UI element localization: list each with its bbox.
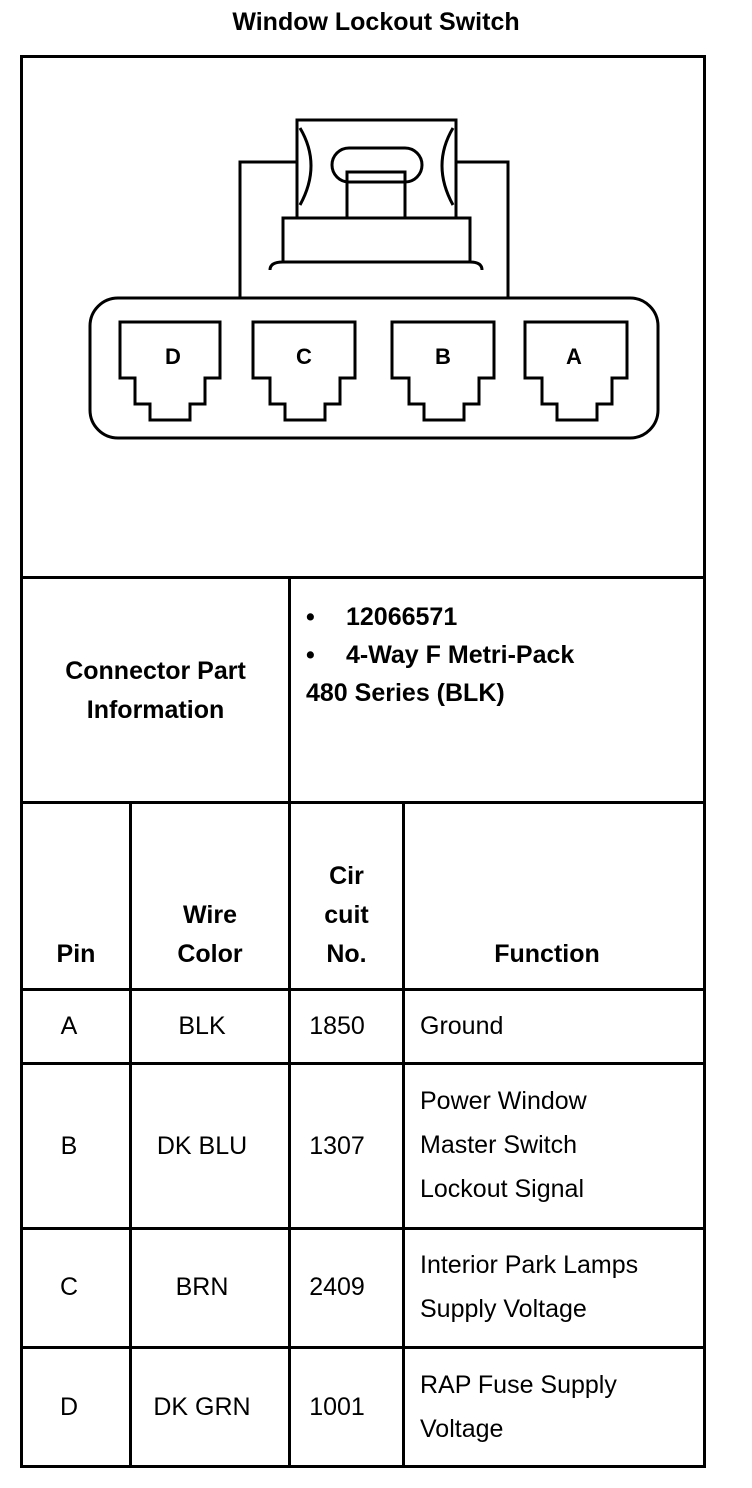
row-b-function: Power Window Master Switch Lockout Signa… <box>420 1087 587 1203</box>
row-d-pin: D <box>59 1393 79 1421</box>
header-wire-color: Wire Color <box>177 901 243 968</box>
cavity-label-a: A <box>566 344 582 369</box>
row-c-circuit: 2409 <box>309 1273 365 1301</box>
header-circuit-no: Cir cuit No. <box>324 862 369 968</box>
part-series-line: 480 Series (BLK) <box>306 679 505 707</box>
divider-part-info-col <box>288 576 291 804</box>
cavity-label-b: B <box>435 344 451 369</box>
part-info-list: •12066571 •4-Way F Metri-Pack 480 Series… <box>306 598 696 712</box>
header-function: Function <box>494 940 600 968</box>
row-d-function: RAP Fuse Supply Voltage <box>420 1371 617 1443</box>
part-info-label: Connector Part Information <box>23 652 288 730</box>
divider-diagram <box>20 576 706 579</box>
row-d-wire-color: DK GRN <box>153 1393 251 1421</box>
divider-row-b <box>20 1227 706 1230</box>
cavity-label-c: C <box>296 344 312 369</box>
connector-table-frame <box>20 55 706 1468</box>
row-b-pin: B <box>60 1132 78 1160</box>
part-type-item: •4-Way F Metri-Pack <box>306 641 575 669</box>
connector-diagram: D C B A <box>88 118 660 440</box>
row-a-function: Ground <box>420 1012 504 1040</box>
row-c-function: Interior Park Lamps Supply Voltage <box>420 1251 639 1323</box>
divider-col-wire <box>288 801 291 1468</box>
row-b-circuit: 1307 <box>309 1132 365 1160</box>
divider-col-pin <box>129 801 132 1468</box>
row-a-wire-color: BLK <box>178 1012 226 1040</box>
divider-row-c <box>20 1346 706 1349</box>
row-c-wire-color: BRN <box>175 1273 229 1301</box>
part-info-label-line2: Information <box>86 696 225 724</box>
row-a-circuit: 1850 <box>309 1012 365 1040</box>
diagram-title: Window Lockout Switch <box>232 8 520 36</box>
cavity-label-d: D <box>165 344 181 369</box>
part-number-item: •12066571 <box>306 603 458 631</box>
row-b-wire-color: DK BLU <box>156 1132 248 1160</box>
row-a-pin-text: A <box>60 1012 78 1040</box>
divider-row-a <box>20 1062 706 1065</box>
divider-part-info <box>20 801 706 804</box>
row-c-pin: C <box>59 1273 79 1301</box>
row-d-circuit: 1001 <box>309 1393 365 1421</box>
header-pin: Pin <box>56 940 96 968</box>
pin-cavities <box>118 320 629 422</box>
part-info-label-line1: Connector Part <box>65 657 246 685</box>
divider-col-circuit <box>402 801 405 1468</box>
divider-header <box>20 988 706 991</box>
